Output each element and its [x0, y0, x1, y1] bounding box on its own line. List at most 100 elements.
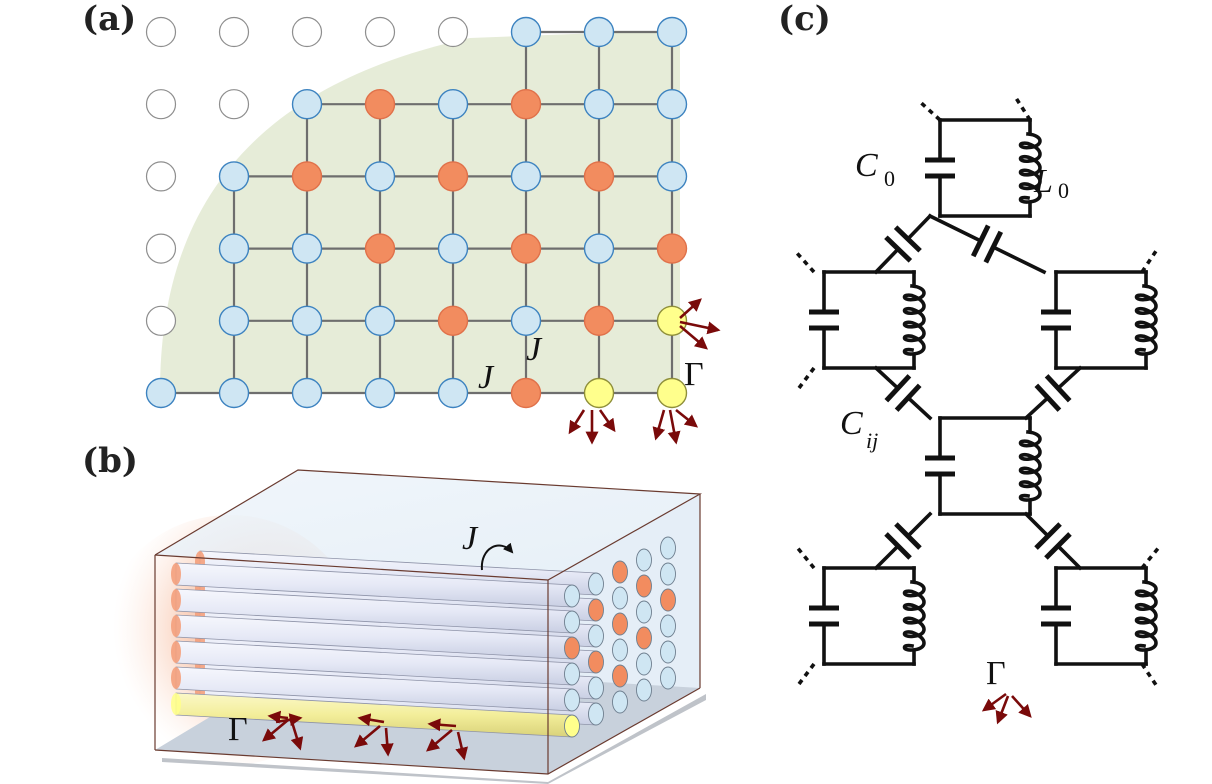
lattice-site-blue	[218, 305, 250, 336]
coupling-capacitor-plate	[884, 532, 912, 560]
coupling-wire	[873, 246, 901, 275]
loss-arrow-cluster	[262, 710, 304, 751]
coupling-wire	[905, 395, 933, 421]
loss-gamma-label-b: Γ	[228, 711, 248, 748]
coupling-capacitor-plate	[894, 522, 922, 550]
coupling-capacitor-plate	[884, 235, 913, 263]
coupling-capacitor-plate	[1044, 374, 1072, 403]
loss-arrows-a	[568, 298, 721, 445]
waveguide-back-end	[171, 589, 181, 611]
waveguide-array	[171, 536, 676, 738]
loss-arrow-cluster	[652, 408, 699, 445]
lattice-site-blue	[291, 305, 323, 336]
waveguide-end-face	[660, 588, 676, 612]
waveguide-end-face	[612, 664, 628, 688]
lattice-site-empty	[218, 89, 250, 120]
lattice-site-blue	[291, 377, 323, 409]
lattice-site-blue	[364, 161, 396, 192]
waveguide-end-face	[612, 612, 628, 636]
lattice-site-empty	[145, 233, 177, 264]
lattice-site-blue	[510, 16, 542, 48]
waveguide-end-face	[588, 624, 604, 648]
lattice-site-orange	[510, 88, 542, 120]
lattice-site-orange	[437, 305, 469, 336]
waveguide-end-face	[612, 690, 628, 714]
inductor-coil	[1134, 284, 1158, 356]
continuation-dash	[916, 98, 942, 122]
lattice-site-blue	[437, 377, 469, 409]
panel-b: (b) J Γ	[82, 441, 706, 784]
coupling-capacitor-plate	[894, 383, 922, 412]
lattice-site-blue	[656, 88, 688, 120]
lattice-site-blue	[437, 233, 469, 264]
lattice-site-empty	[145, 305, 177, 336]
inductor-coil	[902, 580, 926, 652]
continuation-dash	[794, 544, 816, 570]
label-L0: L 0	[1033, 163, 1069, 203]
waveguide-end-face	[564, 662, 580, 686]
loss-gamma-label-a: Γ	[684, 356, 704, 393]
lattice-site-blue	[583, 16, 615, 48]
waveguide-end-face	[564, 584, 580, 608]
lattice-site-blue	[656, 161, 688, 192]
lattice-site-blue	[291, 88, 323, 120]
coupling-J-label-1: J	[478, 359, 495, 396]
lattice-site-orange	[510, 377, 542, 409]
coupling-capacitor-plate	[884, 374, 912, 403]
waveguide-end-face	[564, 714, 580, 738]
continuation-dash	[794, 366, 816, 394]
coupling-wire	[905, 213, 933, 242]
continuation-dash	[1140, 544, 1162, 570]
waveguide-end-face	[564, 636, 580, 660]
waveguide-end-face	[564, 688, 580, 712]
lattice-site-blue	[583, 233, 615, 264]
box-back	[155, 470, 700, 580]
coupling-wire	[990, 244, 1047, 275]
lattice-site-orange	[364, 88, 396, 120]
waveguide-end-face	[564, 610, 580, 634]
coupling-capacitor-plate	[983, 230, 1004, 264]
inductor-coil	[1018, 132, 1042, 204]
lattice-site-blue	[656, 16, 688, 48]
waveguide-end-face	[612, 638, 628, 662]
lattice-site-blue	[510, 305, 542, 336]
coupling-wire	[905, 511, 933, 539]
coupling-wire	[1023, 511, 1051, 539]
loss-arrows-b	[262, 710, 468, 761]
coupling-capacitor-plate	[1044, 532, 1072, 560]
lattice-site-blue	[218, 161, 250, 192]
label-Cij: C ij	[840, 405, 878, 453]
waveguide-end-face	[588, 598, 604, 622]
inductor-coil	[902, 284, 926, 356]
waveguide-back-end	[171, 667, 181, 689]
lattice-site-empty	[145, 161, 177, 192]
continuation-dash	[1140, 247, 1160, 273]
lattice-site-orange	[364, 233, 396, 264]
waveguide-back-end	[171, 563, 181, 585]
lattice-site-blue	[583, 88, 615, 120]
lattice-site-empty	[364, 16, 396, 48]
coupling-capacitor-C-symbol: C	[840, 405, 863, 442]
coupling-wire	[1023, 395, 1051, 421]
coupling-J-label-2: J	[526, 331, 543, 368]
lattice-site-blue	[364, 377, 396, 409]
coupling-capacitor-plate	[970, 224, 991, 258]
lattice-site-yellow	[656, 377, 688, 409]
lattice-site-orange	[510, 233, 542, 264]
panel-a: (a) J J Γ	[82, 0, 721, 445]
label-C0: C 0	[855, 147, 895, 191]
lattice-site-empty	[145, 16, 177, 48]
square-lattice	[145, 16, 688, 409]
waveguide-end-face	[588, 650, 604, 674]
lattice-site-orange	[291, 161, 323, 192]
lattice-site-orange	[583, 161, 615, 192]
panel-c-label: (c)	[778, 0, 831, 39]
waveguide-end-face	[588, 702, 604, 726]
hopping-arrow	[480, 542, 514, 571]
loss-arrows-c	[981, 692, 1032, 725]
lattice-site-empty	[291, 16, 323, 48]
coupling-wire	[873, 543, 901, 571]
continuation-dash	[794, 250, 816, 274]
coupling-wire	[873, 365, 901, 391]
